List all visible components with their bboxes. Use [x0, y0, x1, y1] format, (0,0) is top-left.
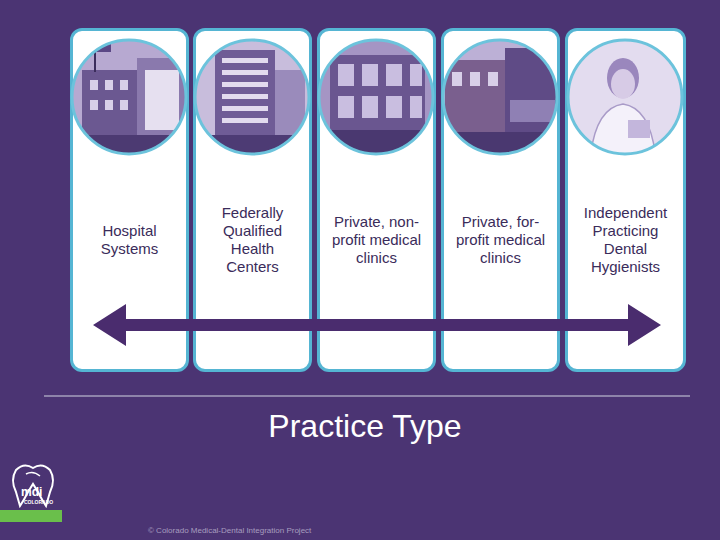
- spectrum-arrow: [93, 304, 661, 346]
- card-label: Private, for-profit medical clinics: [444, 213, 557, 267]
- nonprofit-clinic-photo: [318, 38, 438, 160]
- logo-text: mdi: [21, 486, 42, 500]
- axis-title: Practice Type: [268, 408, 461, 445]
- forprofit-clinic-photo: [442, 38, 562, 160]
- card-label: Federally Qualified Health Centers: [196, 204, 309, 276]
- card-label-text: Private, non-profit medical clinics: [330, 213, 423, 267]
- separator-line: [44, 395, 690, 397]
- logo-bar: [0, 510, 62, 522]
- hospital-photo: [70, 38, 190, 160]
- practice-card: Federally Qualified Health Centers: [193, 28, 312, 372]
- practice-card: Hospital Systems: [70, 28, 189, 372]
- practice-card: Independent Practicing Dental Hygienists: [565, 28, 686, 372]
- card-label: Private, non-profit medical clinics: [320, 213, 433, 267]
- practice-card: Private, non-profit medical clinics: [317, 28, 436, 372]
- logo-subtext: COLORADO: [24, 500, 53, 506]
- card-label-text: Hospital Systems: [83, 222, 176, 258]
- practice-card: Private, for-profit medical clinics: [441, 28, 560, 372]
- card-label-text: Federally Qualified Health Centers: [206, 204, 299, 276]
- copyright-note: © Colorado Medical-Dental Integration Pr…: [148, 526, 311, 535]
- logo-symbol: [13, 465, 53, 506]
- health-center-photo: [194, 38, 314, 160]
- hygienist-photo: [566, 38, 686, 160]
- card-label-text: Private, for-profit medical clinics: [454, 213, 547, 267]
- photo-frames: [72, 40, 682, 154]
- card-label: Independent Practicing Dental Hygienists: [568, 204, 683, 276]
- card-label: Hospital Systems: [73, 222, 186, 258]
- card-label-text: Independent Practicing Dental Hygienists: [578, 204, 673, 276]
